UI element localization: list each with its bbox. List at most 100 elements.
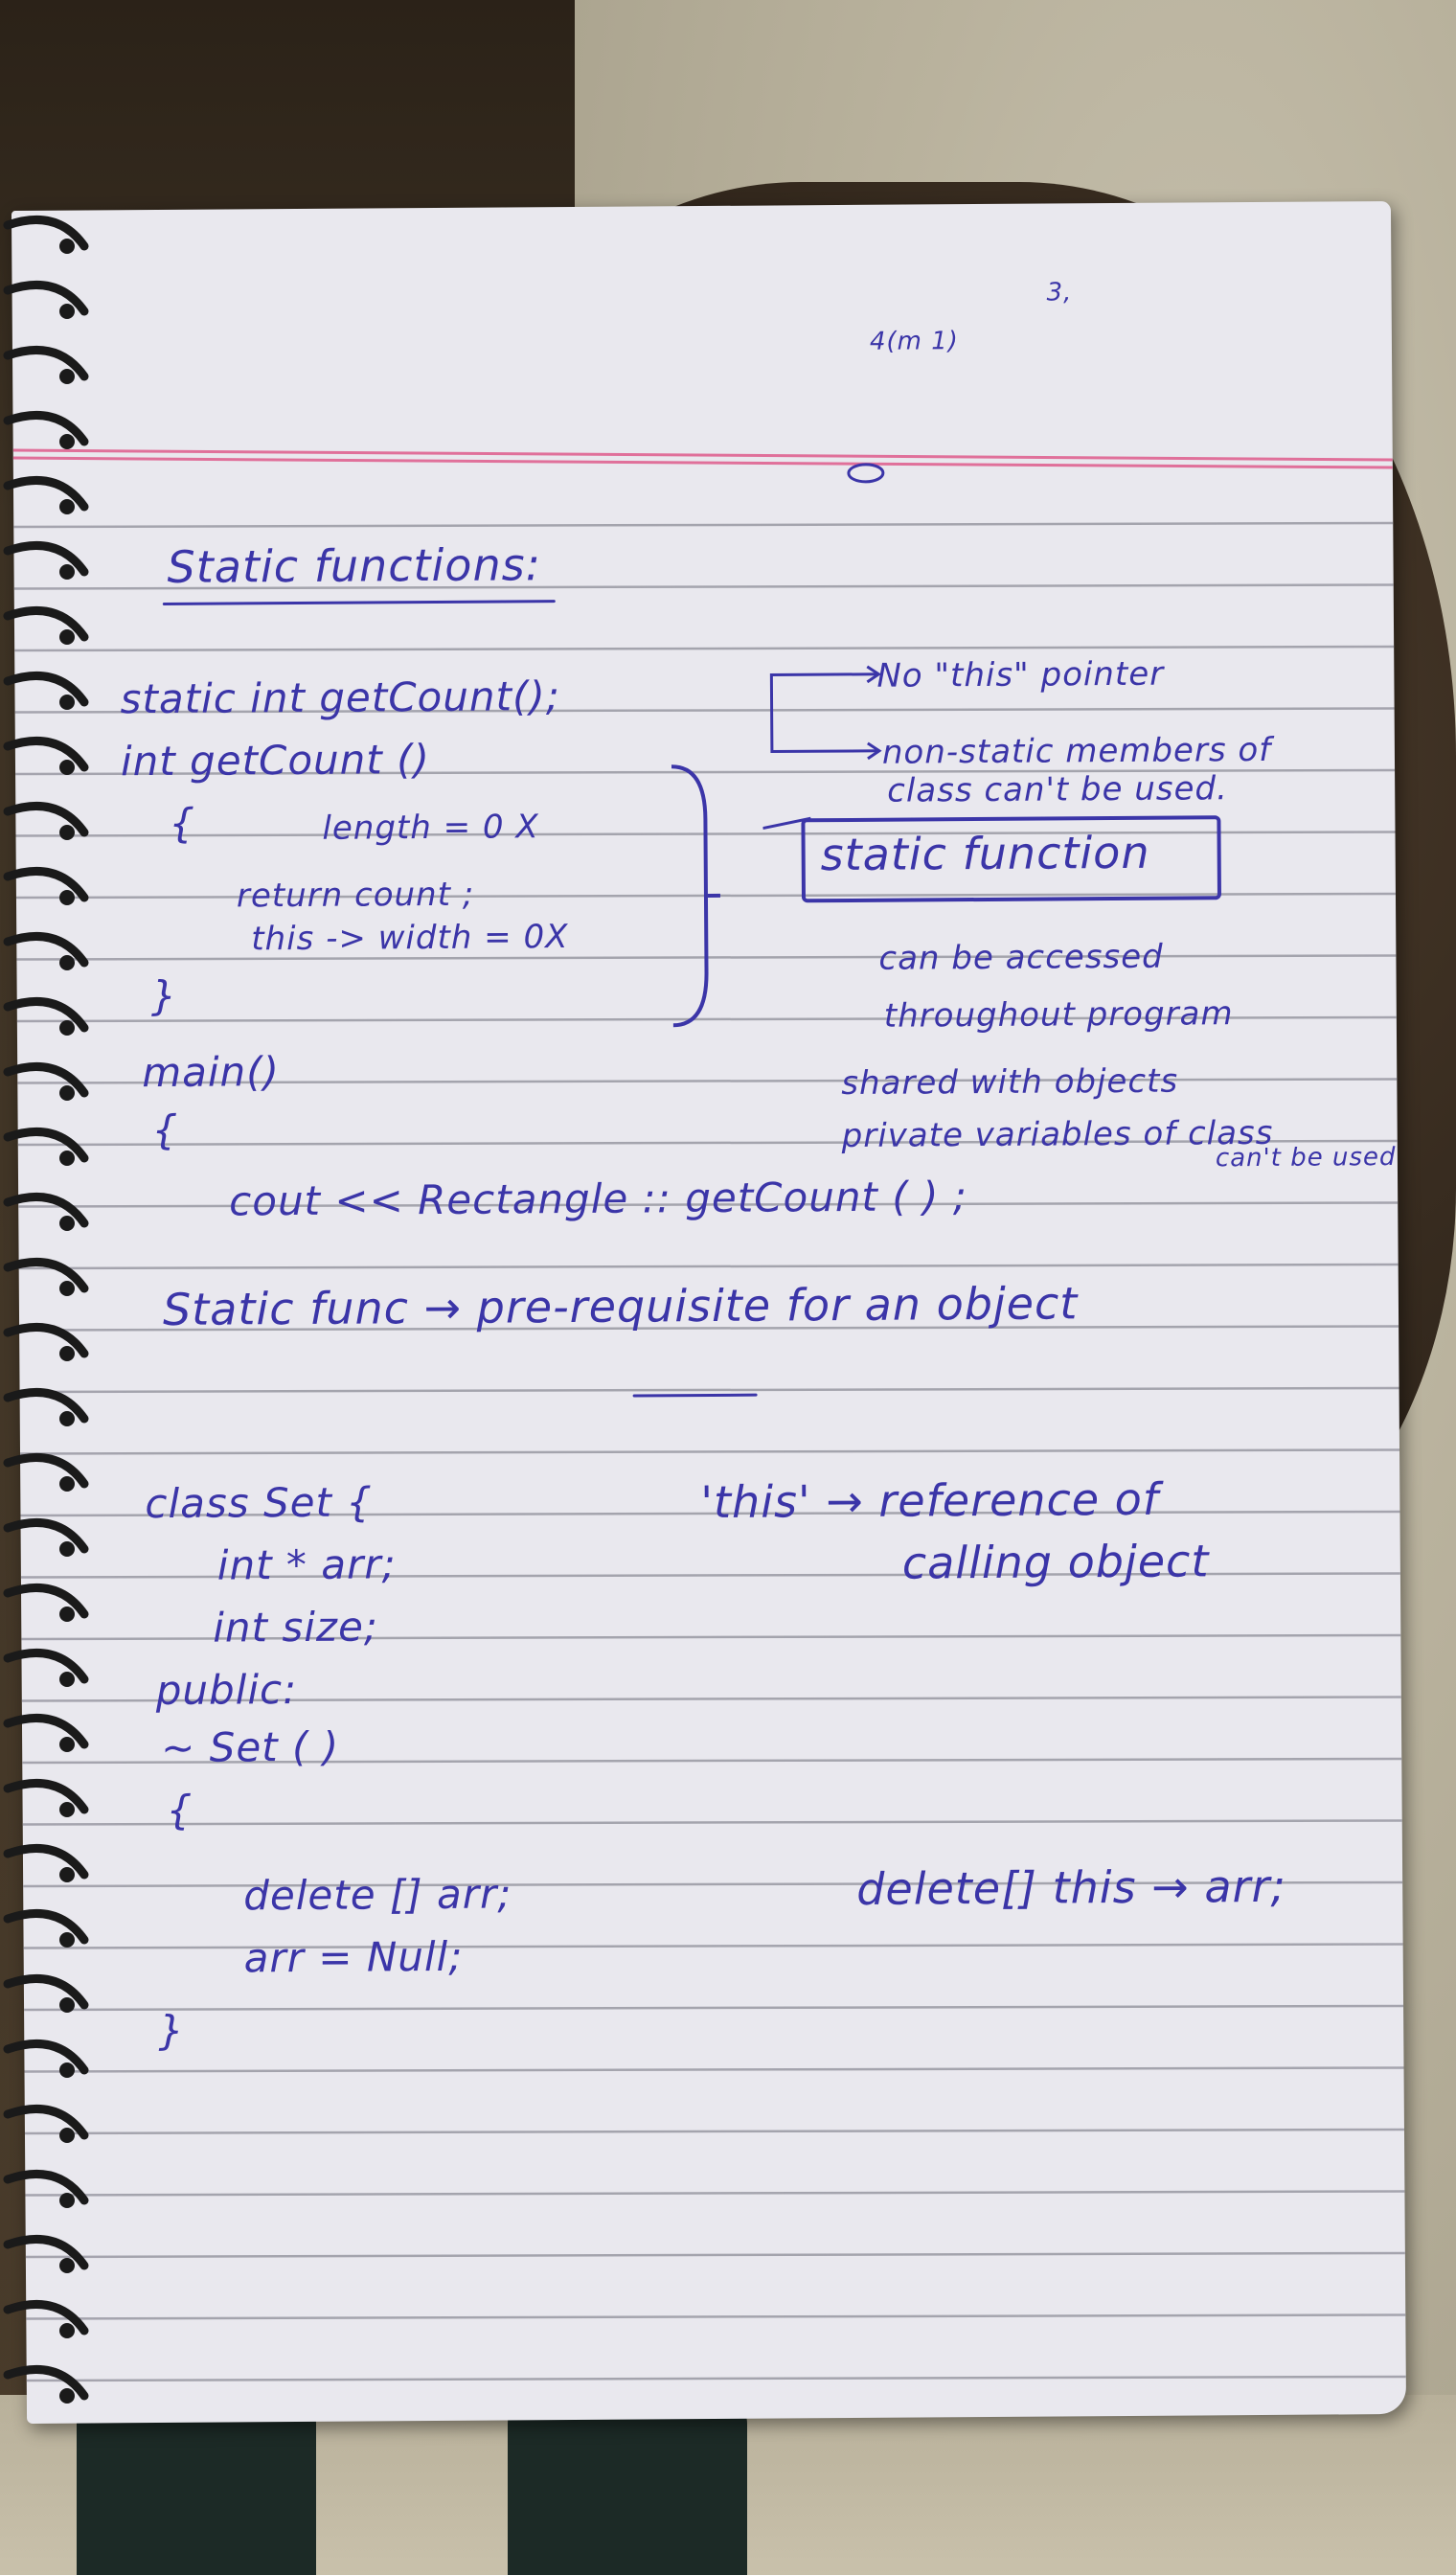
this-ref-2: calling object	[901, 1535, 1210, 1589]
spiral-coil	[3, 1387, 89, 1424]
spiral-coil	[3, 1517, 89, 1554]
spiral-coil	[3, 1127, 89, 1163]
rule-line	[21, 1696, 1401, 1702]
notebook-page: 4(m 1) 3, Static functions: static int g…	[11, 201, 1407, 2424]
class-line-9: }	[158, 2006, 186, 2055]
rule-line	[23, 1880, 1403, 1888]
code-line-10: cout << Rectangle :: getCount ( ) ;	[229, 1173, 968, 1225]
rule-line	[13, 521, 1394, 529]
rule-line	[20, 1510, 1400, 1517]
spiral-hole	[59, 1346, 75, 1361]
note-shared: shared with objects	[841, 1061, 1179, 1104]
spiral-coil	[3, 1192, 89, 1228]
spiral-coil	[3, 1973, 89, 2010]
spiral-coil	[3, 866, 89, 902]
rule-line	[24, 2128, 1404, 2135]
shoe-left	[77, 2395, 316, 2575]
code-line-5: return count ;	[236, 875, 475, 916]
rule-line	[21, 1633, 1401, 1641]
spiral-coil	[3, 671, 89, 707]
spiral-hole	[59, 1802, 75, 1817]
spiral-coil	[3, 801, 89, 837]
spiral-hole	[59, 2193, 75, 2208]
spiral-coil	[3, 2039, 89, 2075]
spiral-hole	[59, 1020, 75, 1036]
spiral-hole	[59, 955, 75, 970]
delete-this: delete[] this → arr;	[856, 1859, 1287, 1915]
spiral-coil	[3, 345, 89, 381]
class-line-4: public:	[155, 1666, 298, 1715]
spiral-coil	[3, 475, 89, 512]
rule-line	[20, 1448, 1400, 1455]
spiral-hole	[59, 369, 75, 384]
arrows-top	[762, 665, 882, 831]
code-line-3: {	[169, 799, 196, 847]
spiral-coil	[3, 1061, 89, 1098]
spiral-hole	[59, 239, 75, 254]
spiral-hole	[59, 1932, 75, 1948]
this-ref-1: 'this' → reference of	[700, 1472, 1160, 1529]
rule-line	[26, 2313, 1406, 2320]
spiral-hole	[59, 695, 75, 710]
note-accessed-2: throughout program	[883, 994, 1234, 1036]
corner-mark-2: 3,	[1046, 278, 1073, 308]
spiral-coil	[3, 280, 89, 316]
spiral-hole	[59, 2128, 75, 2143]
spiral-hole	[59, 2258, 75, 2273]
spiral-hole	[59, 2388, 75, 2404]
rule-line	[17, 1139, 1398, 1147]
class-line-2: int * arr;	[216, 1540, 397, 1589]
spiral-coil	[3, 1583, 89, 1619]
note-private-1: private variables of class	[841, 1113, 1274, 1156]
code-line-7: }	[150, 971, 178, 1020]
class-line-6: {	[166, 1786, 193, 1834]
spiral-coil	[3, 931, 89, 968]
spiral-coil	[3, 1843, 89, 1880]
spiral-coil	[3, 215, 89, 251]
spiral-coil	[3, 2299, 89, 2336]
spiral-hole	[59, 1672, 75, 1687]
rule-line	[17, 1078, 1398, 1084]
spiral-coil	[3, 1713, 89, 1749]
spiral-hole	[59, 629, 75, 645]
bracket	[671, 764, 720, 1028]
spiral-coil	[3, 1648, 89, 1684]
spiral-hole	[59, 434, 75, 449]
rule-line	[15, 768, 1396, 776]
rule-line	[18, 1201, 1399, 1208]
spiral-hole	[59, 304, 75, 319]
code-line-4: length = 0 X	[322, 808, 539, 848]
spiral-coil	[3, 410, 89, 446]
spiral-hole	[59, 1737, 75, 1752]
spiral-hole	[59, 1607, 75, 1622]
spiral-coil	[3, 605, 89, 642]
spiral-hole	[59, 1411, 75, 1426]
spiral-coil	[3, 1452, 89, 1489]
rule-line	[24, 2004, 1404, 2012]
rule-line	[18, 1263, 1399, 1270]
spiral-coil	[3, 540, 89, 577]
rule-line	[22, 1819, 1402, 1826]
spiral-hole	[59, 1216, 75, 1231]
rule-line	[25, 2190, 1405, 2197]
spiral-hole	[59, 1867, 75, 1882]
spiral-hole	[59, 564, 75, 580]
spiral-hole	[59, 1281, 75, 1296]
rule-line	[22, 1757, 1402, 1765]
class-line-3: int size;	[213, 1603, 379, 1652]
code-line-9: {	[151, 1105, 179, 1154]
note-accessed-1: can be accessed	[878, 937, 1164, 978]
class-line-5: ~ Set ( )	[160, 1722, 340, 1772]
code-line-8: main()	[142, 1048, 281, 1097]
spiral-coil	[3, 996, 89, 1033]
note-private-2: can't be used	[1215, 1142, 1397, 1174]
shoe-right	[508, 2395, 747, 2575]
spiral-hole	[59, 1151, 75, 1166]
spiral-hole	[59, 499, 75, 514]
rule-line	[19, 1386, 1399, 1394]
spiral-hole	[59, 1085, 75, 1101]
code-line-2: int getCount ()	[120, 736, 431, 786]
rule-line	[14, 645, 1395, 652]
spiral-hole	[59, 1997, 75, 2013]
spiral-coil	[3, 2364, 89, 2401]
